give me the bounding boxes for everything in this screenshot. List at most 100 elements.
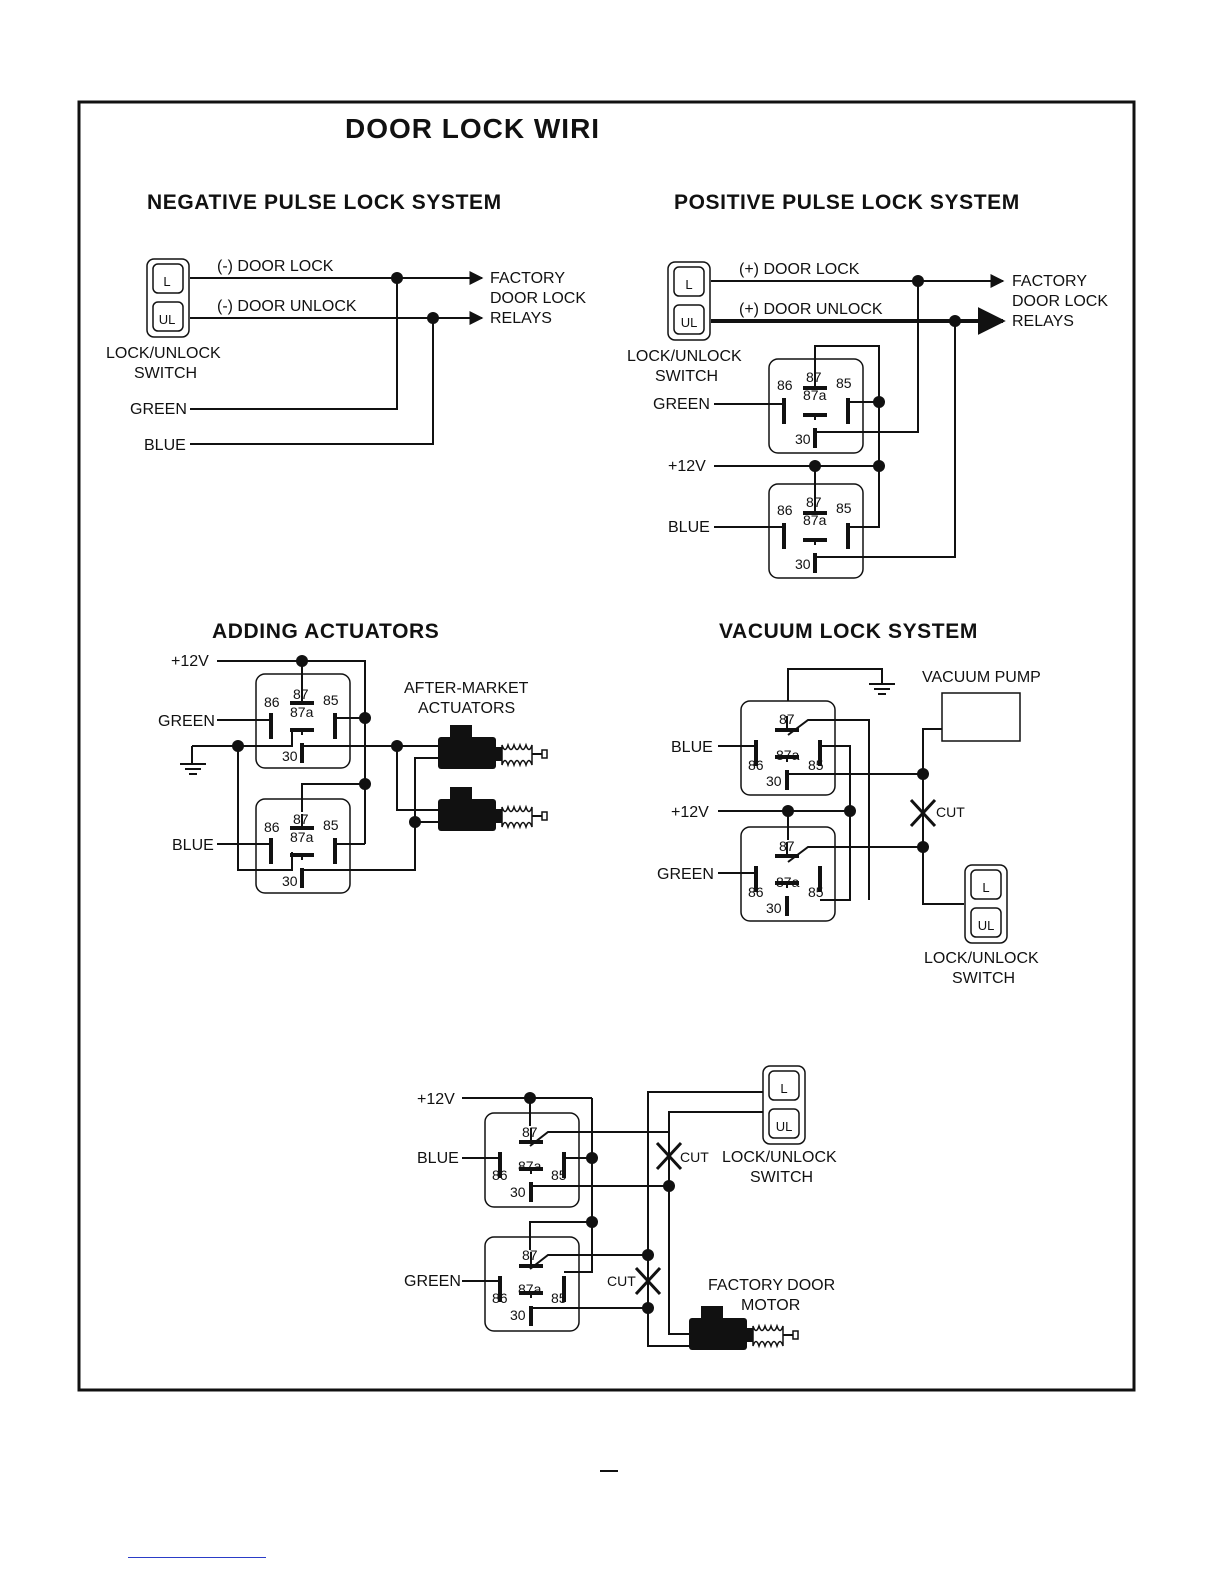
wire-label-power: +12V bbox=[668, 458, 706, 475]
wire-label: (-) DOOR LOCK bbox=[217, 258, 334, 275]
cut-label: CUT bbox=[936, 804, 965, 820]
pin-label: 85 bbox=[808, 757, 824, 773]
pin-label: 86 bbox=[777, 502, 793, 518]
pin-label: 87 bbox=[522, 1124, 538, 1140]
switch-label: LOCK/UNLOCK bbox=[627, 348, 742, 365]
switch-label: SWITCH bbox=[655, 368, 718, 385]
pin-label: 86 bbox=[748, 884, 764, 900]
wire-label-blue: BLUE bbox=[668, 519, 710, 536]
pin-label: 85 bbox=[551, 1290, 567, 1306]
pin-label: 87a bbox=[803, 512, 827, 528]
wire-label-power: +12V bbox=[171, 653, 209, 670]
switch-label: LOCK/UNLOCK bbox=[106, 345, 221, 362]
destination-label: FACTORY bbox=[490, 270, 565, 287]
pin-label: 85 bbox=[808, 884, 824, 900]
switch-lock-key: L bbox=[685, 277, 692, 292]
pin-label: 30 bbox=[795, 556, 811, 572]
pin-label: 30 bbox=[510, 1307, 526, 1323]
pin-label: 30 bbox=[510, 1184, 526, 1200]
pin-label: 86 bbox=[264, 694, 280, 710]
pin-label: 87a bbox=[290, 704, 314, 720]
adding-actuators-diagram: ADDING ACTUATORS +12V GREEN BLUE AFTER-M… bbox=[158, 620, 548, 895]
switch-lock-key: L bbox=[780, 1081, 787, 1096]
wire-label: (+) DOOR LOCK bbox=[739, 261, 860, 278]
motor-label: MOTOR bbox=[741, 1297, 800, 1314]
page-number-dash bbox=[600, 1470, 618, 1472]
pin-label: 87a bbox=[518, 1158, 542, 1174]
pin-label: 30 bbox=[282, 873, 298, 889]
actuator-label: ACTUATORS bbox=[418, 700, 515, 717]
pin-label: 87 bbox=[293, 811, 309, 827]
vacuum-title: VACUUM LOCK SYSTEM bbox=[719, 620, 978, 643]
actuators-title: ADDING ACTUATORS bbox=[212, 620, 439, 643]
cut-label: CUT bbox=[607, 1273, 636, 1289]
destination-label: RELAYS bbox=[490, 310, 552, 327]
pin-label: 87 bbox=[293, 686, 309, 702]
page-frame bbox=[77, 100, 1136, 1392]
pin-label: 87a bbox=[290, 829, 314, 845]
pin-label: 87 bbox=[779, 838, 795, 854]
pin-label: 30 bbox=[766, 773, 782, 789]
wire-label-blue: BLUE bbox=[671, 739, 713, 756]
pin-label: 30 bbox=[282, 748, 298, 764]
switch-unlock-key: UL bbox=[159, 312, 176, 327]
negative-pulse-diagram: NEGATIVE PULSE LOCK SYSTEM L UL LOCK/UNL… bbox=[106, 191, 586, 454]
page-title: DOOR LOCK WIRI bbox=[345, 113, 600, 144]
destination-label: DOOR LOCK bbox=[1012, 293, 1108, 310]
destination-label: DOOR LOCK bbox=[490, 290, 586, 307]
cut-label: CUT bbox=[680, 1149, 709, 1165]
pin-label: 85 bbox=[323, 817, 339, 833]
pump-label: VACUUM PUMP bbox=[922, 669, 1041, 686]
wire-label-power: +12V bbox=[417, 1091, 455, 1108]
wire-label-blue: BLUE bbox=[417, 1150, 459, 1167]
switch-label: SWITCH bbox=[750, 1169, 813, 1186]
pin-label: 87a bbox=[803, 387, 827, 403]
wire-label-green: GREEN bbox=[158, 713, 215, 730]
motor-label: FACTORY DOOR bbox=[708, 1277, 835, 1294]
pin-label: 30 bbox=[795, 431, 811, 447]
wire-label-green: GREEN bbox=[653, 396, 710, 413]
switch-lock-key: L bbox=[163, 274, 170, 289]
pin-label: 85 bbox=[836, 500, 852, 516]
pin-label: 30 bbox=[766, 900, 782, 916]
factory-motor-diagram: +12V BLUE GREEN 87 87a 86 85 30 87 87a 8… bbox=[404, 1065, 837, 1351]
aftermarket-actuator bbox=[437, 786, 548, 832]
switch-unlock-key: UL bbox=[776, 1119, 793, 1134]
wire-label-blue: BLUE bbox=[144, 437, 186, 454]
pin-label: 86 bbox=[777, 377, 793, 393]
wire-label: (-) DOOR UNLOCK bbox=[217, 298, 357, 315]
switch-label: SWITCH bbox=[952, 970, 1015, 987]
pin-label: 85 bbox=[836, 375, 852, 391]
pin-label: 85 bbox=[323, 692, 339, 708]
switch-lock-key: L bbox=[982, 880, 989, 895]
pin-label: 87 bbox=[806, 494, 822, 510]
switch-label: LOCK/UNLOCK bbox=[924, 950, 1039, 967]
destination-label: FACTORY bbox=[1012, 273, 1087, 290]
pin-label: 87a bbox=[776, 747, 800, 763]
actuator-label: AFTER-MARKET bbox=[404, 680, 529, 697]
wire-label-green: GREEN bbox=[657, 866, 714, 883]
vacuum-lock-diagram: VACUUM LOCK SYSTEM VACUUM PUMP 87 87a 86… bbox=[657, 620, 1041, 987]
pin-label: 87a bbox=[518, 1281, 542, 1297]
pin-label: 85 bbox=[551, 1167, 567, 1183]
positive-pulse-diagram: POSITIVE PULSE LOCK SYSTEM L UL LOCK/UNL… bbox=[627, 191, 1108, 580]
vacuum-pump-box bbox=[941, 692, 1021, 742]
switch-label: SWITCH bbox=[134, 365, 197, 382]
footer-link-underline bbox=[128, 1557, 266, 1558]
wire-label: (+) DOOR UNLOCK bbox=[739, 301, 883, 318]
pin-label: 86 bbox=[264, 819, 280, 835]
positive-title: POSITIVE PULSE LOCK SYSTEM bbox=[674, 191, 1020, 214]
pin-label: 86 bbox=[492, 1290, 508, 1306]
wire-label-green: GREEN bbox=[130, 401, 187, 418]
switch-label: LOCK/UNLOCK bbox=[722, 1149, 837, 1166]
pin-label: 87 bbox=[779, 711, 795, 727]
negative-title: NEGATIVE PULSE LOCK SYSTEM bbox=[147, 191, 502, 214]
wire-label-green: GREEN bbox=[404, 1273, 461, 1290]
pin-label: 87 bbox=[522, 1247, 538, 1263]
pin-label: 86 bbox=[748, 757, 764, 773]
wire-label-power: +12V bbox=[671, 804, 709, 821]
switch-unlock-key: UL bbox=[978, 918, 995, 933]
pin-label: 86 bbox=[492, 1167, 508, 1183]
wire-label-blue: BLUE bbox=[172, 837, 214, 854]
